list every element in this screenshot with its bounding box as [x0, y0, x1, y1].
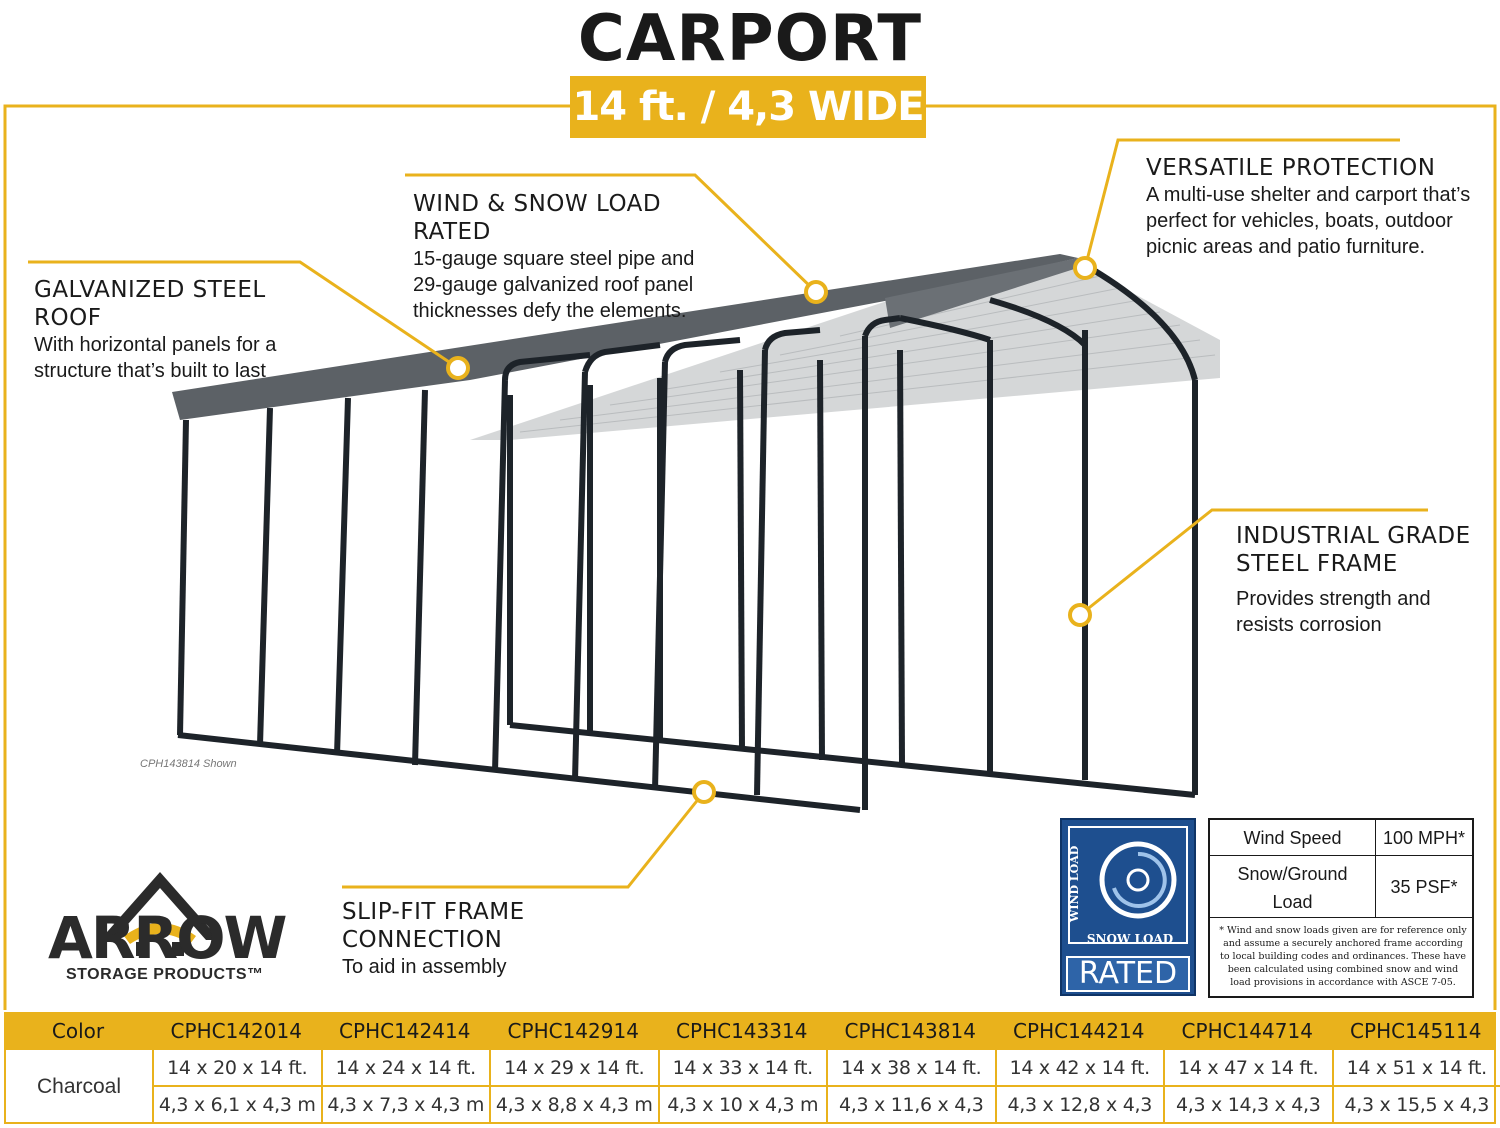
badge-snow-label: SNOW LOAD [1086, 932, 1174, 946]
model-metric-size: 4,3 x 11,6 x 4,3 m [826, 1087, 995, 1124]
callout-wind-line3: thicknesses defy the elements. [413, 300, 687, 322]
badge-wind-label: WIND LOAD [1068, 845, 1081, 923]
model-imperial-size: 14 x 42 x 14 ft. [994, 1050, 1163, 1087]
model-metric-size: 4,3 x 7,3 x 4,3 m [320, 1087, 490, 1124]
model-code-header: CPHC142014 [170, 1019, 302, 1043]
wind-snow-rated-badge: WIND LOAD SNOW LOAD RATED [1060, 818, 1196, 996]
model-imperial-size: 14 x 51 x 14 ft. [1331, 1050, 1500, 1087]
arrow-logo-icon [100, 872, 220, 956]
badge-rated-label: RATED [1066, 956, 1190, 992]
callout-lines [28, 138, 1428, 889]
model-imperial-size: 14 x 38 x 14 ft. [826, 1050, 995, 1087]
callout-roof-line1: With horizontal panels for a [34, 334, 277, 356]
model-imperial-size: 14 x 33 x 14 ft. [657, 1050, 826, 1087]
callout-versatile-heading: VERSATILE PROTECTION [1146, 155, 1436, 181]
model-metric-size: 4,3 x 12,8 x 4,3 m [994, 1087, 1164, 1124]
model-imperial-size: 14 x 24 x 14 ft. [320, 1050, 489, 1087]
shown-caption: CPH143814 Shown [140, 758, 237, 770]
model-imperial-size: 14 x 20 x 14 ft. [152, 1050, 321, 1087]
snow-load-label-line1: Snow/Ground [1237, 864, 1348, 884]
callout-versatile-line3: picnic areas and patio furniture. [1146, 236, 1426, 258]
snow-load-label: Snow/Ground Load [1210, 856, 1376, 917]
model-metric-size: 4,3 x 15,5 x 4,3 m [1331, 1087, 1500, 1124]
callout-frame-heading2: STEEL FRAME [1236, 551, 1398, 577]
callout-slip-line1: To aid in assembly [342, 956, 507, 978]
model-metric-size: 4,3 x 6,1 x 4,3 m [152, 1087, 321, 1124]
callout-markers [446, 256, 1097, 804]
steel-frame [177, 262, 1198, 813]
model-imperial-size: 14 x 47 x 14 ft. [1163, 1050, 1332, 1087]
model-code-header: CPHC143314 [676, 1019, 808, 1043]
width-banner: 14 ft. / 4,3 WIDE [570, 76, 926, 138]
callout-wind-heading: WIND & SNOW LOAD RATED [413, 191, 662, 245]
model-metric-size: 4,3 x 14,3 x 4,3 m [1163, 1087, 1332, 1124]
color-value: Charcoal [4, 1050, 152, 1124]
wind-speed-label: Wind Speed [1210, 820, 1376, 855]
wind-speed-value: 100 MPH* [1382, 828, 1466, 848]
callout-frame: INDUSTRIAL GRADE STEEL FRAME Provides st… [1236, 522, 1476, 638]
model-code-header: CPHC144714 [1181, 1019, 1313, 1043]
model-imperial-size: 14 x 29 x 14 ft. [489, 1050, 658, 1087]
callout-wind-snow: WIND & SNOW LOAD RATED 15-gauge square s… [413, 190, 733, 324]
logo-brand: ARROW [48, 904, 287, 972]
callout-frame-line2: resists corrosion [1236, 614, 1382, 636]
load-disclaimer: * Wind and snow loads given are for refe… [1219, 925, 1467, 988]
model-code-header: CPHC144214 [1013, 1019, 1145, 1043]
roof-edge [172, 254, 1078, 420]
load-rating-table: Wind Speed 100 MPH* Snow/Ground Load 35 … [1208, 818, 1474, 998]
snow-load-value: 35 PSF* [1390, 877, 1458, 897]
callout-versatile-line1: A multi-use shelter and carport that’s [1146, 184, 1471, 206]
model-metric-size: 4,3 x 8,8 x 4,3 m [489, 1087, 658, 1124]
model-table-header [4, 1012, 1496, 1050]
snow-load-label-line2: Load [1272, 892, 1313, 912]
callout-versatile: VERSATILE PROTECTION A multi-use shelter… [1146, 154, 1486, 260]
callout-slip-fit: SLIP-FIT FRAME CONNECTION To aid in asse… [342, 898, 662, 980]
color-column-header: Color [51, 1019, 105, 1043]
model-code-header: CPHC142414 [339, 1019, 471, 1043]
logo-subtitle: STORAGE PRODUCTS™ [66, 966, 264, 983]
model-code-header: CPHC142914 [507, 1019, 639, 1043]
border-frame [3, 104, 1497, 1010]
page-title: CARPORT [577, 2, 923, 76]
badge-inner [1068, 826, 1188, 944]
model-code-header: CPHC145114 [1350, 1019, 1482, 1043]
swirl-icon [1099, 841, 1177, 919]
callout-frame-line1: Provides strength and [1236, 588, 1431, 610]
callout-roof-line2: structure that’s built to last [34, 360, 266, 382]
carport-illustration [3, 104, 1497, 1010]
callout-wind-line1: 15-gauge square steel pipe and [413, 248, 695, 270]
callout-frame-heading1: INDUSTRIAL GRADE [1236, 523, 1471, 549]
callout-wind-line2: 29-gauge galvanized roof panel [413, 274, 694, 296]
callout-roof: GALVANIZED STEEL ROOF With horizontal pa… [34, 276, 334, 384]
model-metric-size: 4,3 x 10 x 4,3 m [657, 1087, 827, 1124]
snow-load-row: Snow/Ground Load 35 PSF* [1210, 856, 1472, 918]
callout-slip-heading: SLIP-FIT FRAME CONNECTION [342, 899, 525, 953]
model-code-header: CPHC143814 [844, 1019, 976, 1043]
model-size-table: Color CPHC142014 14 x 20 x 14 ft.4,3 x 6,… [4, 1012, 1500, 1124]
wind-speed-row: Wind Speed 100 MPH* [1210, 820, 1472, 856]
callout-roof-heading: GALVANIZED STEEL ROOF [34, 277, 266, 331]
callout-versatile-line2: perfect for vehicles, boats, outdoor [1146, 210, 1453, 232]
